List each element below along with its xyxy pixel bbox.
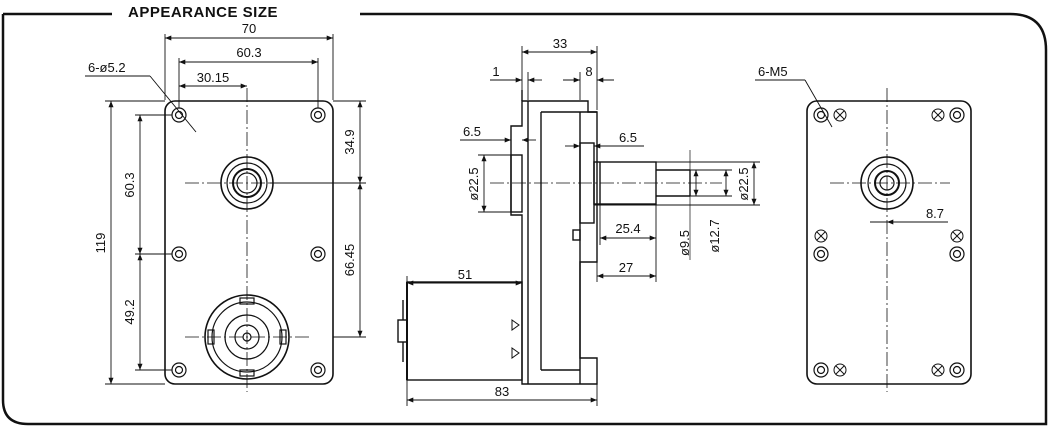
motor-body [406,281,523,381]
mount-hole [171,246,187,262]
dim-holes: 6-ø5.2 [88,60,126,75]
dim-shaft-dia-large: ø12.7 [707,219,722,252]
dim-boss-dia-left: ø22.5 [466,167,481,200]
dim-depth: 33 [553,36,567,51]
dim-flange-1: 1 [492,64,499,79]
side-dimensions [406,46,760,406]
mount-hole [310,246,326,262]
rear-dim-labels: 6-M5 8.7 [758,64,944,221]
side-dim-labels: 33 1 8 6.5 6.5 ø22.5 ø22.5 ø9.5 ø12.7 25… [458,36,751,399]
rear-body [806,100,972,385]
dim-threads: 6-M5 [758,64,788,79]
dim-boss-left: 6.5 [463,124,481,139]
dim-total-len: 83 [495,384,509,399]
mount-hole [310,107,326,123]
outer-border [1,12,1048,426]
mount-hole [310,362,326,378]
front-dim-labels: 70 60.3 30.15 6-ø5.2 119 60.3 49.2 34.9 … [88,21,357,325]
dim-offset: 8.7 [926,206,944,221]
front-view [164,88,334,392]
rear-dimensions [755,79,948,225]
dim-shaft-len-2: 27 [619,260,633,275]
mount-hole [171,107,187,123]
dim-lower-span: 49.2 [122,299,137,324]
section-title: APPEARANCE SIZE [120,4,287,21]
dim-motor-len: 51 [458,267,472,282]
dim-half-span: 30.15 [197,70,230,85]
dim-upper-span: 60.3 [122,172,137,197]
rear-view [806,88,972,392]
dim-height: 119 [93,233,108,254]
dim-overall-width: 70 [242,21,256,36]
dim-boss-right: 6.5 [619,130,637,145]
dim-flange-8: 8 [585,64,592,79]
dim-shaft-dia-small: ø9.5 [677,230,692,256]
side-view [397,90,722,385]
dim-hole-span: 60.3 [236,45,261,60]
dim-top-to-shaft: 34.9 [342,129,357,154]
dim-boss-dia-right: ø22.5 [736,167,751,200]
mount-hole [171,362,187,378]
front-dimensions [85,34,366,385]
dim-shaft-to-bottom: 66.45 [342,244,357,277]
front-body [164,100,334,385]
dim-shaft-len-1: 25.4 [615,221,640,236]
